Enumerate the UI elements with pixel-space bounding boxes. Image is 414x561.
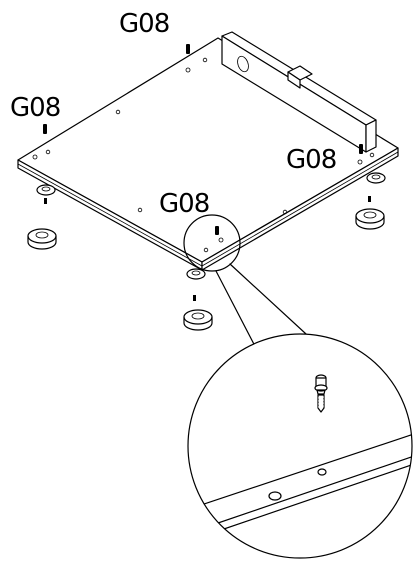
- label-g08-left: G08: [10, 93, 60, 123]
- screw-right: [359, 144, 363, 154]
- screw-top: [186, 44, 190, 54]
- label-g08-top: G08: [119, 9, 169, 39]
- label-g08-right: G08: [286, 145, 336, 175]
- foot-left: [27, 184, 57, 250]
- detail-callout: [183, 214, 319, 353]
- label-g08-front: G08: [159, 189, 209, 219]
- foot-front: [183, 268, 213, 331]
- screw-left: [43, 124, 47, 134]
- screw-front: [215, 226, 219, 235]
- base-board: [17, 37, 399, 271]
- back-panel: [221, 31, 377, 153]
- magnified-screw: [314, 374, 328, 413]
- magnified-detail: [187, 333, 413, 559]
- board-holes: [32, 57, 375, 253]
- foot-right: [355, 172, 386, 230]
